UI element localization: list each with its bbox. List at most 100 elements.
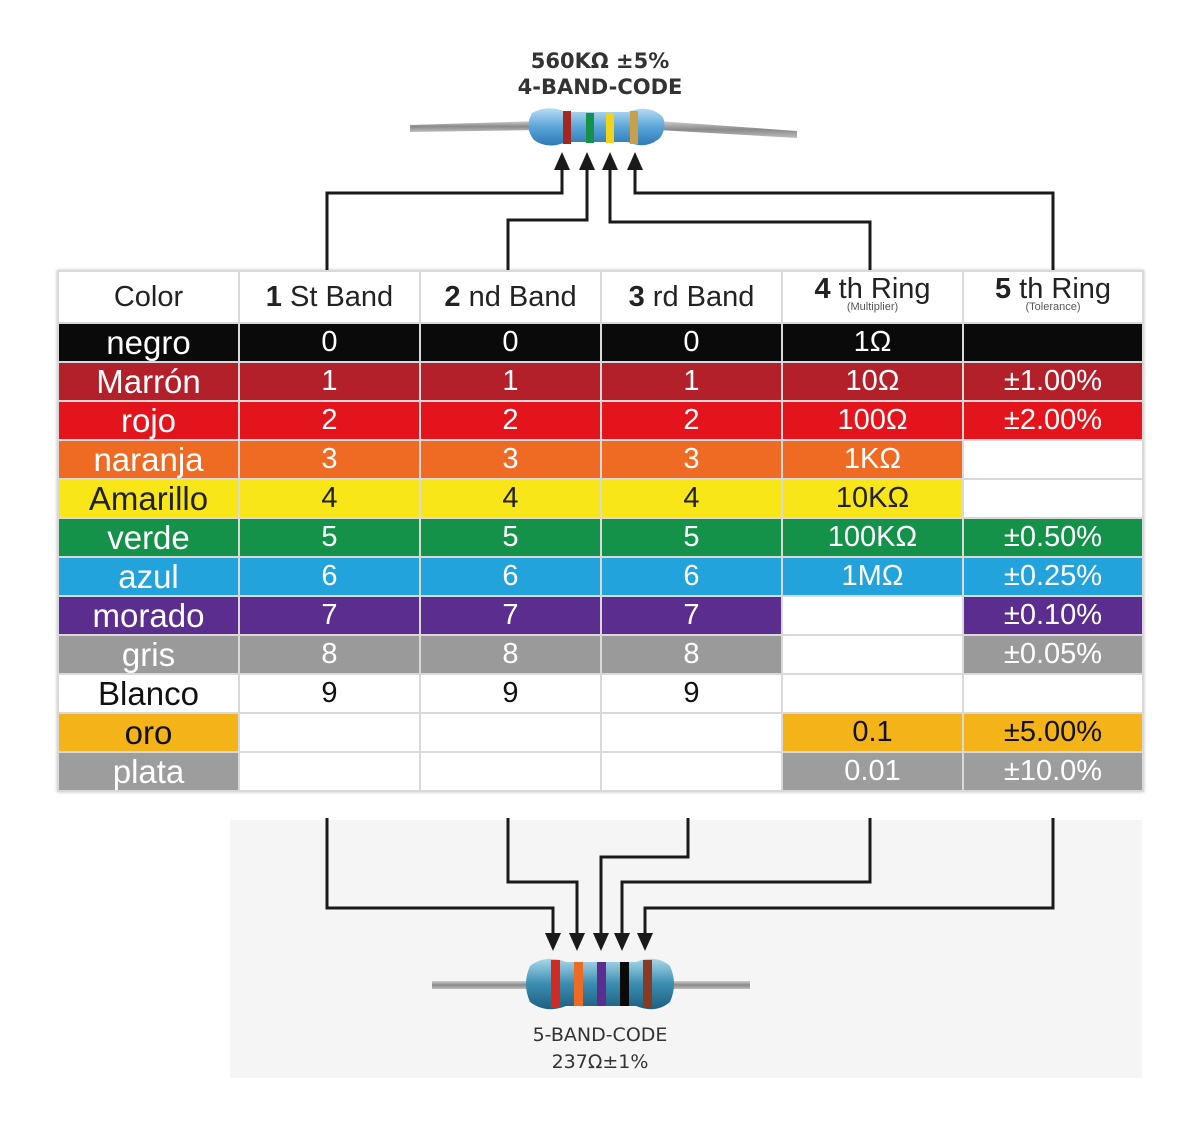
band-1-value: 6 [238,556,421,597]
band-2-value: 7 [419,595,602,636]
bottom-resistor-band-5 [643,960,652,1008]
band-2-value: 2 [419,400,602,441]
bottom-resistor-lead-right [668,981,750,989]
top-resistor-body [528,108,665,146]
top-wires [325,168,1055,270]
color-code-table: Color 1 St Band 2 nd Band 3 rd Band 4 th… [57,270,1144,792]
tolerance-value [962,478,1144,519]
multiplier-value: 100Ω [781,400,964,441]
band-3-value: 1 [600,361,783,402]
bottom-resistor-band-4 [620,962,629,1006]
top-resistor-band-1 [563,111,571,144]
bottom-resistor-lead-left [432,981,532,989]
multiplier-value: 0.01 [781,751,964,792]
wire-band2-top [506,168,589,270]
wire-ring5-top [633,168,1055,270]
multiplier-label: (Multiplier) [846,301,899,313]
bottom-arrows [545,933,653,951]
top-resistor-lead-right [658,121,797,138]
tolerance-value: ±1.00% [962,361,1144,402]
top-resistor-value: 560KΩ ±5% [530,49,670,73]
tolerance-value: ±10.0% [962,751,1144,792]
band-2-value: 3 [419,439,602,480]
color-row-oro: oro 0.1±5.00% [57,712,1144,753]
band-3-value [600,712,783,753]
tolerance-value [962,439,1144,480]
wire-ring4-top [608,168,872,270]
bottom-resistor-value: 237Ω±1% [551,1051,649,1073]
band-2-value: 6 [419,556,602,597]
arrow-down-2 [569,933,585,951]
multiplier-value: 1KΩ [781,439,964,480]
band-1-value: 5 [238,517,421,558]
wire-band1-top [325,168,564,270]
multiplier-value: 10KΩ [781,478,964,519]
tolerance-value: ±0.25% [962,556,1144,597]
top-resistor-band-3 [606,113,614,143]
color-name: azul [57,556,240,597]
color-name: naranja [57,439,240,480]
bottom-resistor-band-2 [574,962,583,1006]
header-band-1: 1 St Band [238,270,421,324]
tolerance-value: ±2.00% [962,400,1144,441]
multiplier-value: 1Ω [781,322,964,363]
band-3-value: 0 [600,322,783,363]
band-3-value: 4 [600,478,783,519]
tolerance-label: (Tolerance) [1025,301,1081,313]
color-row-plata: plata 0.01±10.0% [57,751,1144,792]
band-1-value: 4 [238,478,421,519]
color-name: Blanco [57,673,240,714]
top-resistor [410,108,797,146]
color-name: oro [57,712,240,753]
band-2-value: 4 [419,478,602,519]
band-1-value: 8 [238,634,421,675]
wire-band3-bottom [599,818,690,935]
band-1-value: 7 [238,595,421,636]
header-band-3: 3 rd Band [600,270,783,324]
band-3-value [600,751,783,792]
color-name: rojo [57,400,240,441]
tolerance-value: ±0.10% [962,595,1144,636]
band-3-value: 3 [600,439,783,480]
band-2-value: 5 [419,517,602,558]
header-row: Color 1 St Band 2 nd Band 3 rd Band 4 th… [57,270,1144,324]
top-background [230,40,1142,270]
top-resistor-code: 4-BAND-CODE [517,75,683,99]
wire-ring5-bottom [643,818,1055,935]
band-2-value: 9 [419,673,602,714]
color-name: morado [57,595,240,636]
multiplier-value: 0.1 [781,712,964,753]
color-name: Marrón [57,361,240,402]
arrow-down-4 [614,933,630,951]
tolerance-value [962,322,1144,363]
band-1-value: 9 [238,673,421,714]
tolerance-value: ±0.05% [962,634,1144,675]
header-ring-5: 5 th Ring(Tolerance) [962,270,1144,324]
tolerance-value: ±5.00% [962,712,1144,753]
color-name: plata [57,751,240,792]
band-1-value: 3 [238,439,421,480]
band-2-value: 1 [419,361,602,402]
arrow-up-3 [602,152,618,170]
band-3-value: 5 [600,517,783,558]
band-3-value: 9 [600,673,783,714]
top-resistor-lead-left [410,121,540,132]
multiplier-value [781,634,964,675]
band-2-value: 8 [419,634,602,675]
top-arrows [554,152,643,170]
band-1-value: 2 [238,400,421,441]
bottom-resistor-band-1 [551,960,560,1008]
arrow-down-3 [593,933,609,951]
tolerance-value: ±0.50% [962,517,1144,558]
tolerance-value [962,673,1144,714]
multiplier-value: 1MΩ [781,556,964,597]
top-resistor-band-4 [630,111,638,144]
bottom-resistor-code: 5-BAND-CODE [532,1024,668,1046]
